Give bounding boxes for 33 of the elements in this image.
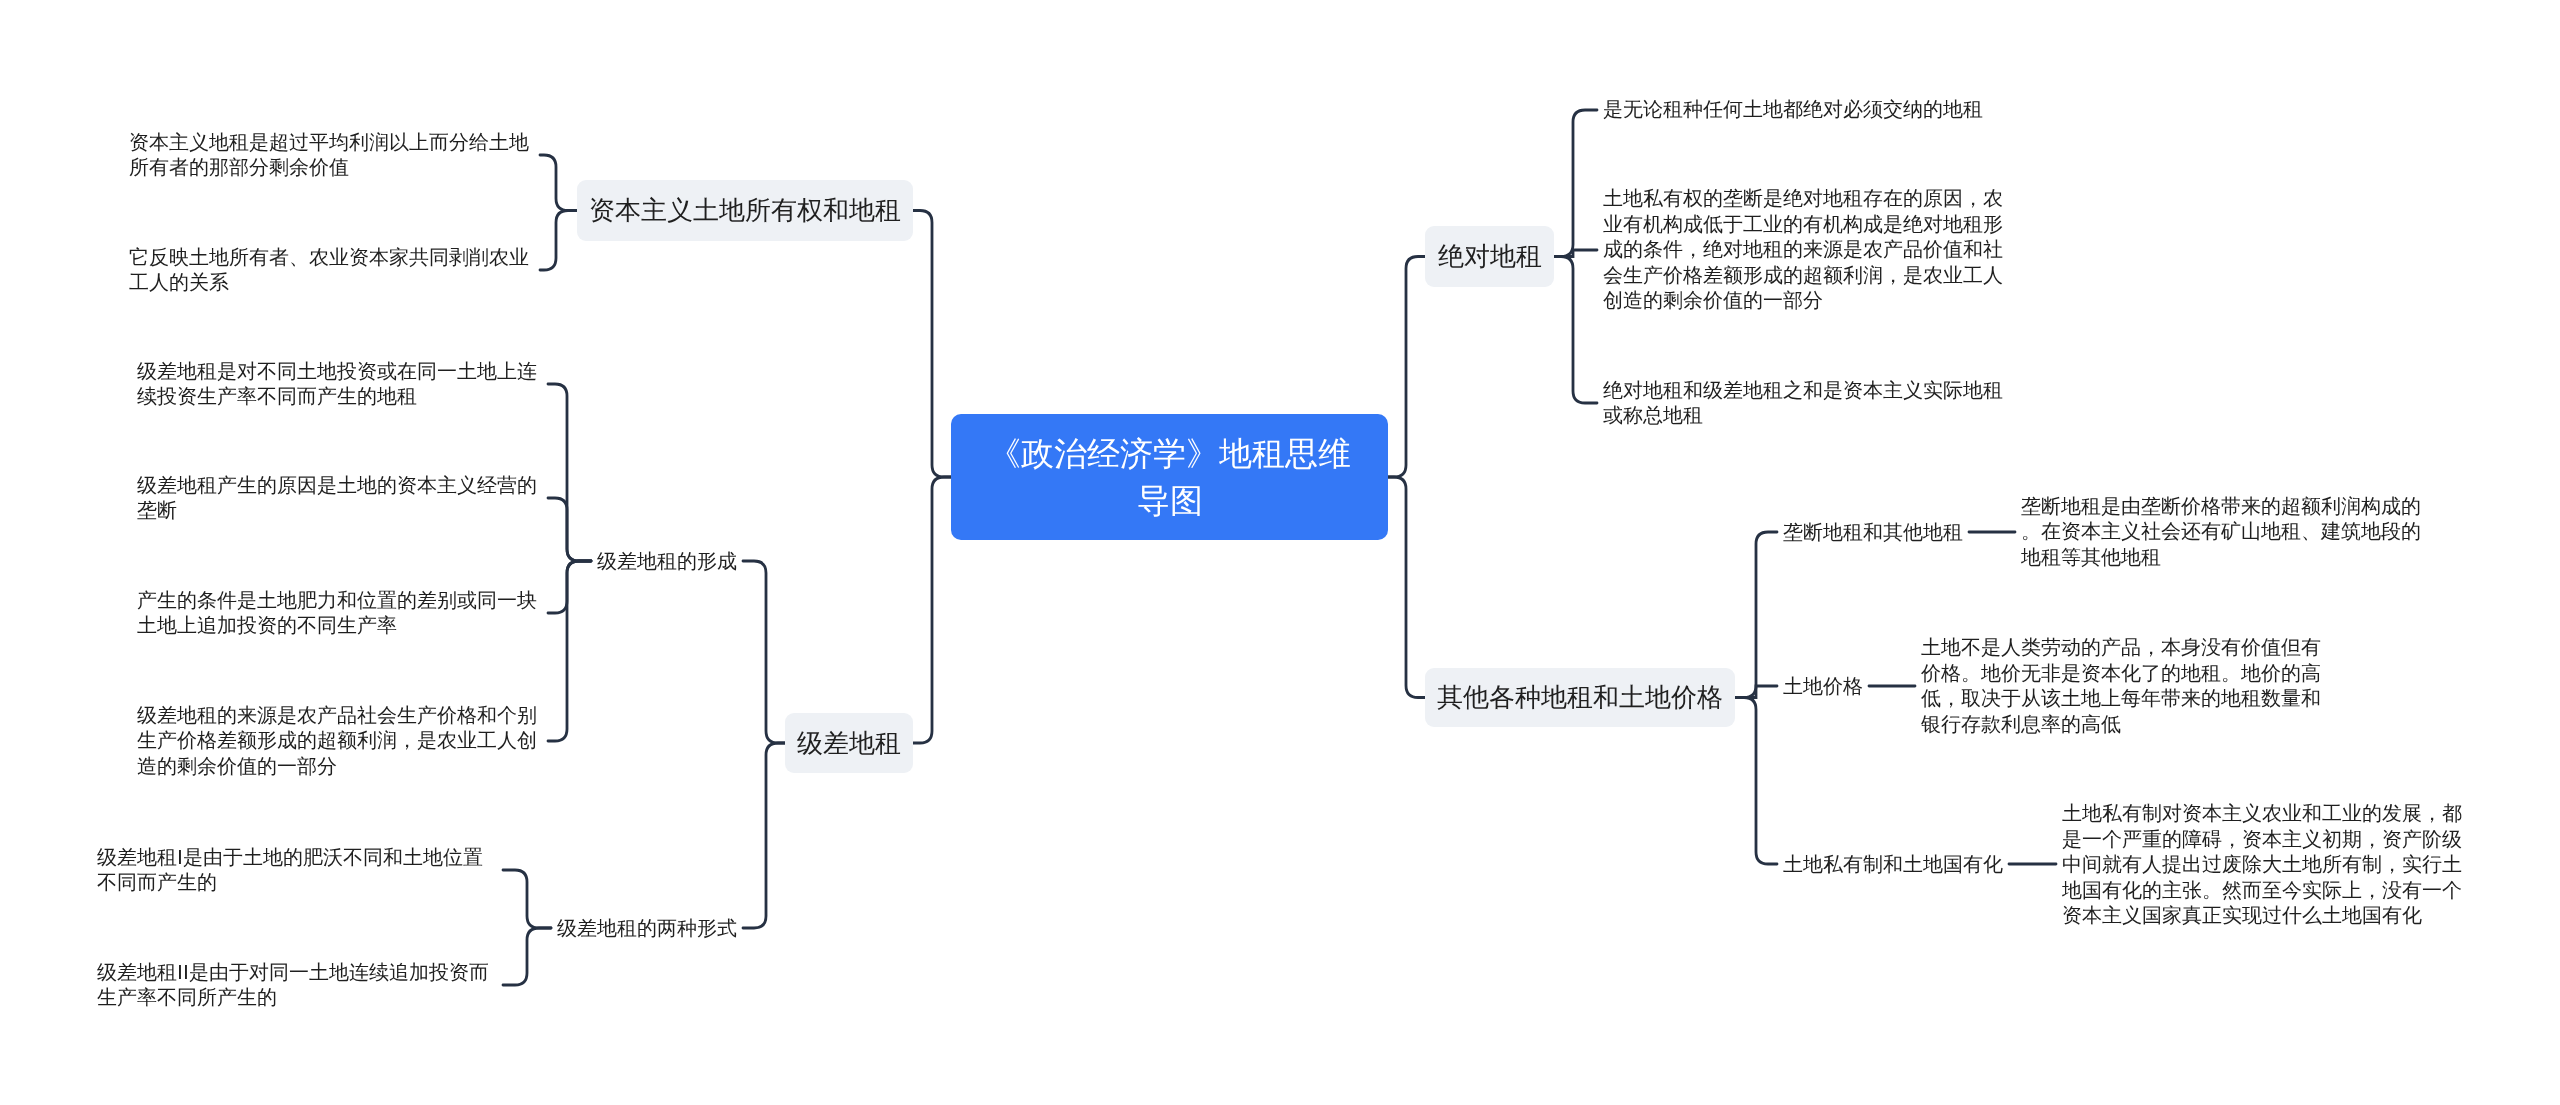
connector-line — [741, 741, 787, 930]
note-text: 垄断地租是由垄断价格带来的超额利润构成的。在资本主义社会还有矿山地租、建筑地段的地租等其他地租 — [2015, 493, 2432, 571]
note-text: 级差地租I是由于土地的肥沃不同和土地位置不同而产生的 — [91, 844, 503, 896]
subtopic-label: 垄断地租和其他地租 — [1777, 519, 1969, 545]
note-text: 资本主义地租是超过平均利润以上而分给土地所有者的那部分剩余价值 — [123, 129, 540, 181]
connector-line — [911, 475, 953, 745]
central-topic-box: 《政治经济学》地租思维导图 — [951, 414, 1388, 540]
note-text: 级差地租产生的原因是土地的资本主义经营的垄断 — [131, 472, 548, 524]
connector-line — [1967, 530, 2017, 534]
connector-line — [1867, 684, 1917, 688]
connector-line — [2007, 862, 2058, 866]
topic-box: 其他各种地租和土地价格 — [1425, 668, 1735, 727]
subtopic-label: 土地价格 — [1777, 673, 1869, 699]
connector-line — [1733, 696, 1779, 866]
subtopic-label: 级差地租的两种形式 — [551, 915, 743, 941]
topic-box: 级差地租 — [785, 713, 913, 773]
topic-box: 资本主义土地所有权和地租 — [577, 180, 913, 241]
note-text: 土地私有制对资本主义农业和工业的发展，都是一个严重的障碍，资本主义初期，资产阶级中间就有人提出过废除大土地所有制，实行土地国有化的主张。然而至今实际上，没有一个资本主义国家真正实现过什么土地国有化 — [2056, 801, 2473, 929]
note-text: 是无论租种任何土地都绝对必须交纳的地租 — [1597, 97, 2014, 123]
subtopic-label: 土地私有制和土地国有化 — [1777, 851, 2009, 877]
note-text: 绝对地租和级差地租之和是资本主义实际地租或称总地租 — [1597, 377, 2014, 429]
connector-line — [1386, 475, 1427, 699]
note-text: 土地不是人类劳动的产品，本身没有价值但有价格。地价无非是资本化了的地租。地价的高低，取决于从该土地上每年带来的地租数量和银行存款利息率的高低 — [1915, 635, 2332, 737]
note-text: 它反映土地所有者、农业资本家共同剥削农业工人的关系 — [123, 244, 540, 296]
note-text: 级差地租的来源是农产品社会生产价格和个别生产价格差额形成的超额利润，是农业工人创造的剩余价值的一部分 — [131, 702, 548, 780]
connector-line — [1552, 255, 1599, 405]
note-text: 产生的条件是土地肥力和位置的差别或同一块土地上追加投资的不同生产率 — [131, 587, 548, 639]
note-text: 土地私有权的垄断是绝对地租存在的原因，农业有机构成低于工业的有机构成是绝对地租形成的条件，绝对地租的来源是农产品价值和社会生产价格差额形成的超额利润，是农业工人创造的剩余价值的一部分 — [1597, 186, 2014, 314]
note-text: 级差地租是对不同土地投资或在同一土地上连续投资生产率不同而产生的地租 — [131, 358, 548, 410]
topic-box: 绝对地租 — [1425, 226, 1554, 287]
note-text: 级差地租II是由于对同一土地连续追加投资而生产率不同所产生的 — [91, 959, 503, 1011]
subtopic-label: 级差地租的形成 — [591, 548, 743, 574]
connector-line — [538, 209, 579, 272]
